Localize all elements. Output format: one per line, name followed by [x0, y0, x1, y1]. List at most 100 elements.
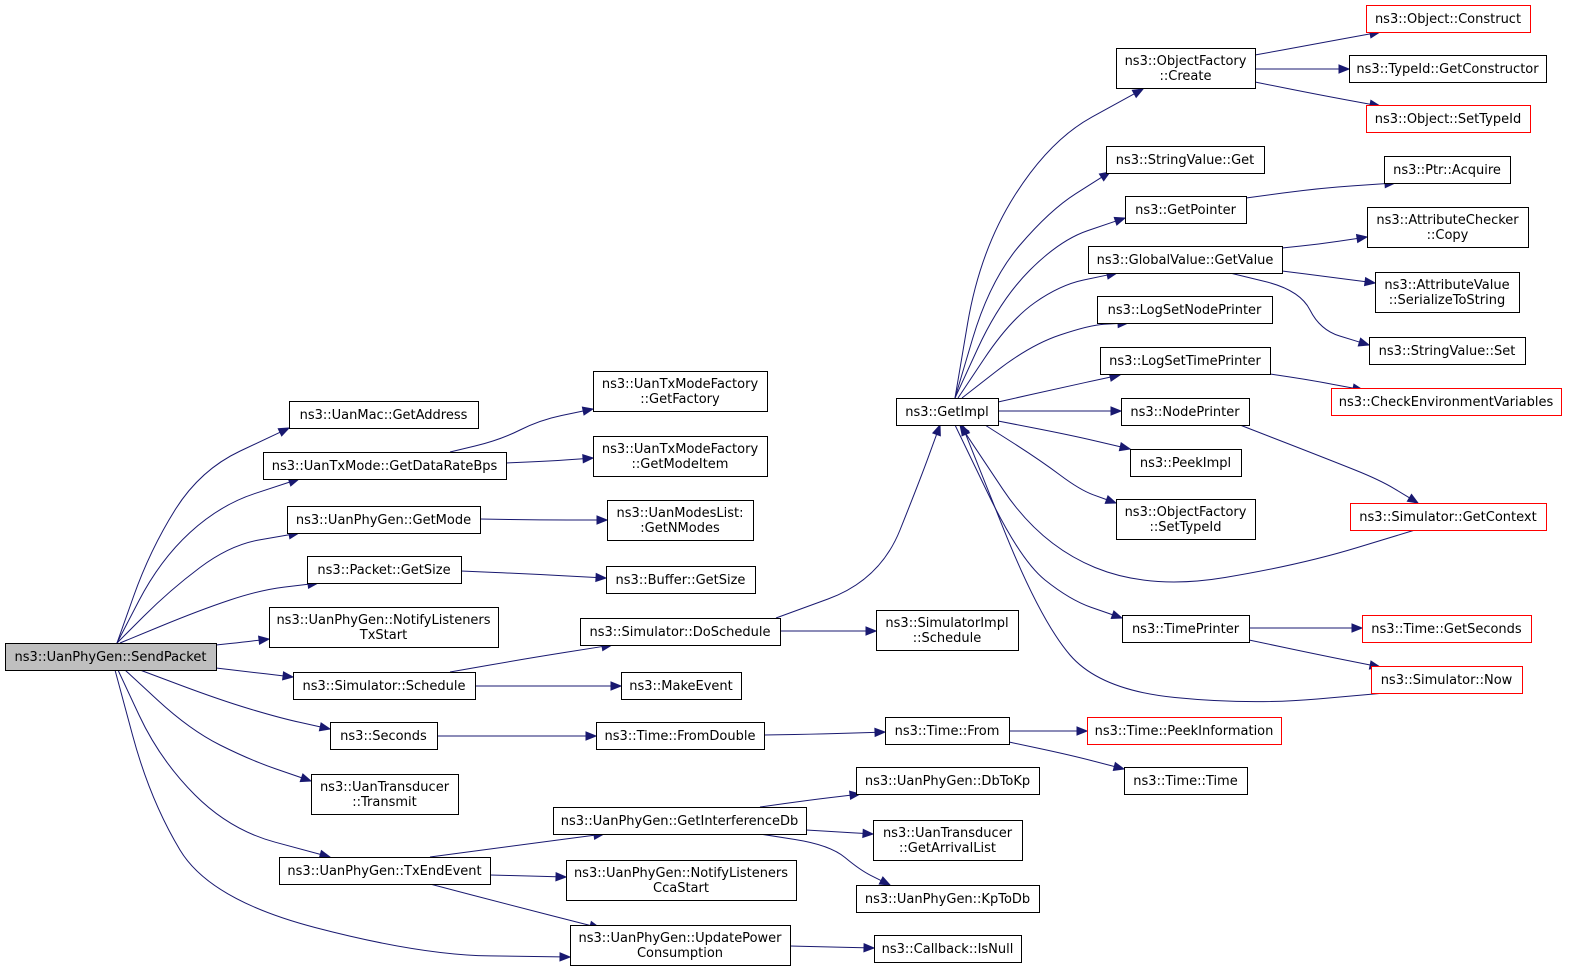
node-makeevent[interactable]: ns3::MakeEvent — [621, 672, 742, 700]
node-label: ns3::UanPhyGen::DbToKp — [865, 774, 1030, 789]
node-getcontext[interactable]: ns3::Simulator::GetContext — [1350, 503, 1547, 531]
node-timeprinter[interactable]: ns3::TimePrinter — [1122, 615, 1250, 643]
node-dbtokp[interactable]: ns3::UanPhyGen::DbToKp — [856, 767, 1040, 795]
node-checkenv[interactable]: ns3::CheckEnvironmentVariables — [1331, 388, 1562, 416]
node-serializetostring[interactable]: ns3::AttributeValue::SerializeToString — [1375, 272, 1520, 313]
edge-arrowhead — [282, 671, 295, 681]
node-getfactory[interactable]: ns3::UanTxModeFactory::GetFactory — [593, 371, 768, 412]
node-box — [856, 767, 1040, 795]
edge-sendpacket-to-transmit — [124, 669, 313, 783]
node-label: ns3::Time::Time — [1133, 774, 1237, 789]
node-box — [1369, 337, 1526, 365]
node-seconds[interactable]: ns3::Seconds — [330, 722, 438, 750]
node-label: ::GetModeItem — [632, 457, 729, 472]
node-peekinformation[interactable]: ns3::Time::PeekInformation — [1087, 717, 1282, 745]
node-stringvalueget[interactable]: ns3::StringValue::Get — [1106, 146, 1265, 174]
node-box — [311, 774, 459, 815]
node-transmit[interactable]: ns3::UanTransducer::Transmit — [311, 774, 459, 815]
node-box — [1116, 499, 1256, 540]
edge-arrowhead — [1112, 761, 1126, 771]
node-box — [873, 820, 1023, 861]
node-getaddress[interactable]: ns3::UanMac::GetAddress — [289, 401, 479, 429]
node-box — [570, 925, 791, 966]
node-getmodeitem[interactable]: ns3::UanTxModeFactory::GetModeItem — [593, 436, 768, 477]
node-kptodb[interactable]: ns3::UanPhyGen::KpToDb — [856, 885, 1040, 913]
edge-getimpl-to-globalgetvalue — [957, 270, 1119, 399]
node-box — [293, 672, 476, 700]
node-getconstructor[interactable]: ns3::TypeId::GetConstructor — [1349, 55, 1547, 83]
node-box — [1121, 398, 1250, 426]
node-label: ns3::UanPhyGen::NotifyListeners — [276, 613, 490, 628]
node-box — [856, 885, 1040, 913]
node-label: ns3::StringValue::Get — [1116, 153, 1254, 168]
edge-arrowhead — [585, 731, 598, 741]
node-box — [5, 643, 217, 671]
node-lognodeprinter[interactable]: ns3::LogSetNodePrinter — [1097, 296, 1273, 324]
edge-arrowhead — [582, 454, 595, 464]
edge-arrowhead — [1098, 171, 1112, 182]
edge-arrowhead — [1131, 88, 1145, 99]
node-label: ns3::UanTransducer — [320, 780, 450, 795]
node-ptracquire[interactable]: ns3::Ptr::Acquire — [1384, 156, 1511, 184]
node-box — [1106, 146, 1265, 174]
node-getpointer[interactable]: ns3::GetPointer — [1125, 196, 1247, 224]
node-implschedule[interactable]: ns3::SimulatorImpl::Schedule — [876, 610, 1019, 651]
edge-getinterferencedb-to-dbtokp — [759, 790, 862, 808]
node-label: ::Copy — [1427, 228, 1469, 243]
node-getimpl[interactable]: ns3::GetImpl — [896, 398, 999, 426]
node-label: ns3::Time::FromDouble — [605, 729, 756, 744]
edge-timefrom-to-timetime — [1008, 741, 1126, 771]
node-objconstruct[interactable]: ns3::Object::Construct — [1366, 5, 1531, 33]
edge-arrowhead — [581, 406, 595, 416]
node-label: ns3::Time::GetSeconds — [1371, 622, 1522, 637]
node-getdataratebps[interactable]: ns3::UanTxMode::GetDataRateBps — [263, 452, 507, 480]
edge-globalgetvalue-to-checkercopy — [1281, 233, 1369, 249]
node-timetime[interactable]: ns3::Time::Time — [1124, 767, 1248, 795]
node-globalgetvalue[interactable]: ns3::GlobalValue::GetValue — [1088, 246, 1283, 274]
edge-arrowhead — [1104, 494, 1118, 504]
edge-txendevent-to-getinterferencedb — [429, 830, 606, 858]
node-getnmodes[interactable]: ns3::UanModesList::GetNModes — [607, 500, 754, 541]
node-label: ns3::StringValue::Set — [1379, 344, 1516, 359]
edge-arrowhead — [299, 773, 313, 783]
node-logtimeprinter[interactable]: ns3::LogSetTimePrinter — [1100, 347, 1271, 375]
edge-arrowhead — [318, 722, 332, 732]
node-nodeprinter[interactable]: ns3::NodePrinter — [1121, 398, 1250, 426]
node-timefrom[interactable]: ns3::Time::From — [885, 717, 1010, 745]
node-box — [1097, 296, 1273, 324]
node-label: CcaStart — [653, 881, 709, 896]
node-label: ns3::AttributeValue — [1384, 278, 1509, 293]
node-getarrivallist[interactable]: ns3::UanTransducer::GetArrivalList — [873, 820, 1023, 861]
node-txendevent[interactable]: ns3::UanPhyGen::TxEndEvent — [279, 857, 491, 885]
node-getinterferencedb[interactable]: ns3::UanPhyGen::GetInterferenceDb — [553, 807, 807, 835]
edge-ofcreate-to-objconstruct — [1254, 29, 1382, 56]
node-isnull[interactable]: ns3::Callback::IsNull — [874, 935, 1022, 963]
node-checkercopy[interactable]: ns3::AttributeChecker::Copy — [1367, 207, 1529, 248]
edge-arrowhead — [1355, 233, 1369, 244]
node-getmode[interactable]: ns3::UanPhyGen::GetMode — [287, 506, 481, 534]
node-peekimpl[interactable]: ns3::PeekImpl — [1130, 449, 1242, 477]
node-objsettypeid[interactable]: ns3::Object::SetTypeId — [1366, 105, 1531, 133]
node-fromdouble[interactable]: ns3::Time::FromDouble — [596, 722, 765, 750]
node-doschedule[interactable]: ns3::Simulator::DoSchedule — [580, 618, 781, 646]
node-box — [1331, 388, 1562, 416]
node-getseconds[interactable]: ns3::Time::GetSeconds — [1362, 615, 1532, 643]
node-label: :GetNModes — [640, 521, 720, 536]
node-simnow[interactable]: ns3::Simulator::Now — [1371, 666, 1523, 694]
node-ofcreate[interactable]: ns3::ObjectFactory::Create — [1116, 48, 1256, 89]
edge-arrowhead — [863, 943, 876, 953]
node-buffergetsize[interactable]: ns3::Buffer::GetSize — [606, 566, 756, 594]
node-label: ns3::UanPhyGen::TxEndEvent — [287, 864, 481, 879]
node-simschedule[interactable]: ns3::Simulator::Schedule — [293, 672, 476, 700]
node-label: ns3::CheckEnvironmentVariables — [1339, 395, 1554, 410]
node-stringvalueset[interactable]: ns3::StringValue::Set — [1369, 337, 1526, 365]
node-packetgetsize[interactable]: ns3::Packet::GetSize — [307, 556, 462, 584]
edge-getimpl-to-stringvalueget — [954, 171, 1112, 399]
node-ofsettypeid[interactable]: ns3::ObjectFactory::SetTypeId — [1116, 499, 1256, 540]
node-sendpacket[interactable]: ns3::UanPhyGen::SendPacket — [5, 643, 217, 671]
edge-packetgetsize-to-buffergetsize — [460, 570, 608, 583]
